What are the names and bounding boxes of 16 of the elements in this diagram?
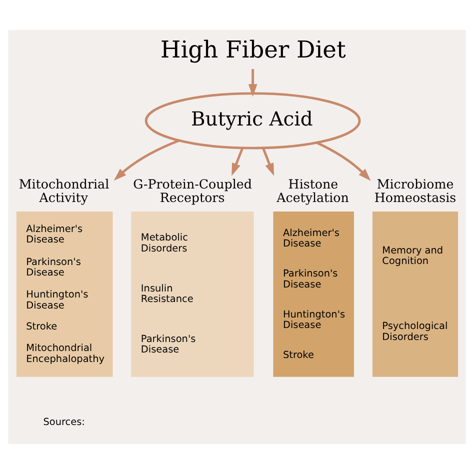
node-label: Mitochondrial Activity — [18, 176, 110, 206]
arrow — [316, 142, 371, 181]
node-box: Alzheimer's Disease Parkinson's Disease Huntington's Disease Stroke Mitochondrial Encephalopathy — [16, 212, 113, 377]
node-text: High Fiber Diet — [160, 35, 346, 64]
arrow — [262, 148, 274, 176]
node-ellipse: Butyric Acid — [144, 92, 361, 150]
node-box: Memory and Cognition Psychological Disorders — [372, 212, 458, 377]
node-label: Microbiome Homeostasis — [374, 176, 456, 206]
arrow — [114, 139, 180, 181]
node-box: Metabolic Disorders Insulin Resistance Parkinson's Disease — [131, 212, 254, 377]
node-box: Alzheimer's Disease Parkinson's Disease Huntington's Disease Stroke — [273, 212, 354, 377]
arrow — [232, 148, 244, 176]
node-label: Histone Acetylation — [276, 176, 349, 206]
label: Sources: — [43, 417, 85, 428]
arrow — [248, 69, 258, 97]
node-label: G-Protein-Coupled Receptors — [133, 176, 252, 206]
